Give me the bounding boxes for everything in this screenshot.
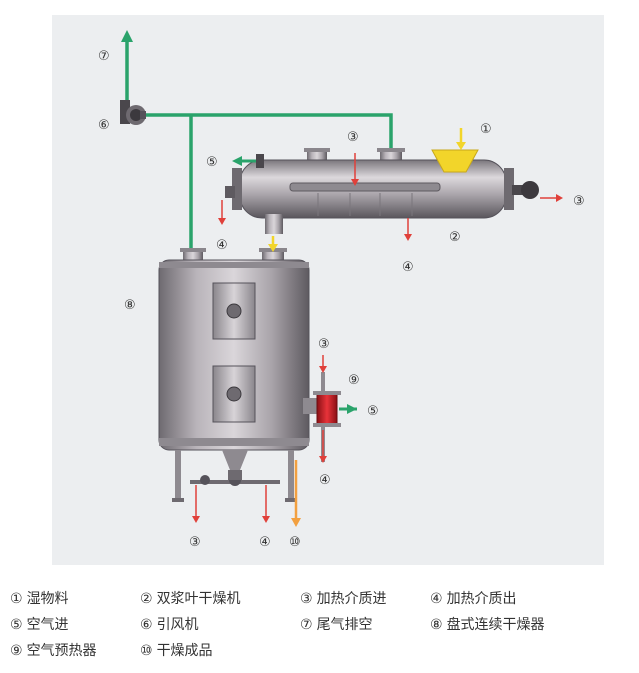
heating-medium-arrowheads <box>192 179 563 523</box>
callout-10: ⑩ <box>289 535 301 550</box>
callout-4-heater: ④ <box>319 473 331 488</box>
callout-4-bottom: ④ <box>259 535 271 550</box>
disc-dryer <box>158 248 319 502</box>
callout-6: ⑥ <box>98 118 110 133</box>
callout-5-right: ⑤ <box>367 404 379 419</box>
diagram-background <box>52 15 604 565</box>
callout-3-right: ③ <box>573 194 585 209</box>
feed-arrowhead-top <box>456 142 466 150</box>
callout-7: ⑦ <box>98 49 110 64</box>
callout-9: ⑨ <box>348 373 360 388</box>
air-in-arrowhead-top <box>232 156 242 166</box>
callout-2: ② <box>449 230 461 245</box>
callout-4-left: ④ <box>216 238 228 253</box>
product-arrowhead <box>291 518 301 527</box>
feed-arrowhead-mid <box>268 244 278 252</box>
callout-4-mid: ④ <box>402 260 414 275</box>
callout-3-top: ③ <box>347 130 359 145</box>
callout-5-top: ⑤ <box>206 155 218 170</box>
air-preheater <box>313 372 341 462</box>
induced-draft-fan <box>120 100 146 125</box>
paddle-dryer <box>225 148 539 234</box>
air-in-arrowhead-right <box>347 404 357 414</box>
callout-3-bottom: ③ <box>189 535 201 550</box>
heating-medium-arrows <box>195 153 560 520</box>
callout-3-heater: ③ <box>318 337 330 352</box>
callout-8: ⑧ <box>124 298 136 313</box>
callout-1: ① <box>480 122 492 137</box>
exhaust-arrow <box>121 30 133 42</box>
air-piping <box>125 40 393 250</box>
